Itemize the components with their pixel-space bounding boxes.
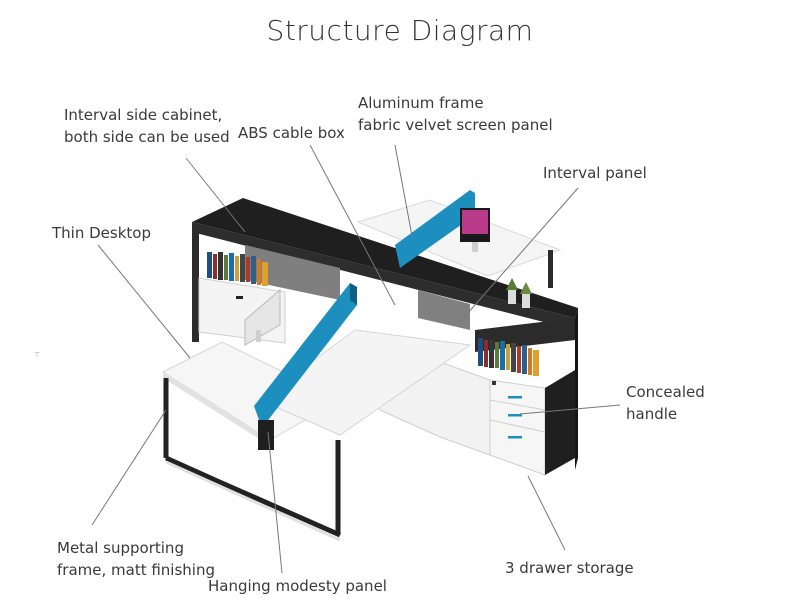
- label-line: Interval side cabinet,: [64, 106, 223, 124]
- label-line: Aluminum frame: [358, 94, 484, 112]
- metal-frame: [163, 378, 342, 538]
- label-metal-frame: Metal supporting frame, matt finishing: [57, 537, 215, 581]
- imac-back: [460, 208, 490, 252]
- central-cabinet: [192, 198, 578, 470]
- leader-lines: [91, 144, 621, 574]
- label-line: handle: [626, 405, 678, 423]
- label-drawer-storage: 3 drawer storage: [505, 559, 634, 577]
- label-aluminum-frame: Aluminum frame fabric velvet screen pane…: [358, 92, 553, 136]
- label-line: Metal supporting: [57, 539, 184, 557]
- stray-mark: ⊤: [34, 351, 41, 359]
- label-interval-side-cabinet: Interval side cabinet, both side can be …: [64, 104, 230, 148]
- diagram-title: Structure Diagram: [266, 14, 534, 47]
- label-line: Concealed: [626, 383, 705, 401]
- label-line: frame, matt finishing: [57, 561, 215, 579]
- imac-front: [244, 288, 281, 346]
- label-interval-panel: Interval panel: [543, 164, 647, 182]
- back-screen: [395, 190, 475, 268]
- label-abs-cable-box: ABS cable box: [238, 124, 345, 142]
- plants: [506, 278, 532, 308]
- label-hanging-modesty-panel: Hanging modesty panel: [208, 577, 387, 595]
- modesty-panel-shape: [258, 420, 274, 450]
- label-line: both side can be used: [64, 128, 230, 146]
- front-desk-right: [259, 329, 472, 436]
- front-screen: [254, 283, 357, 428]
- label-thin-desktop: Thin Desktop: [52, 224, 151, 242]
- books-left: [207, 252, 268, 286]
- label-concealed-handle: Concealed handle: [626, 381, 705, 425]
- label-line: fabric velvet screen panel: [358, 116, 553, 134]
- books-right: [478, 338, 539, 376]
